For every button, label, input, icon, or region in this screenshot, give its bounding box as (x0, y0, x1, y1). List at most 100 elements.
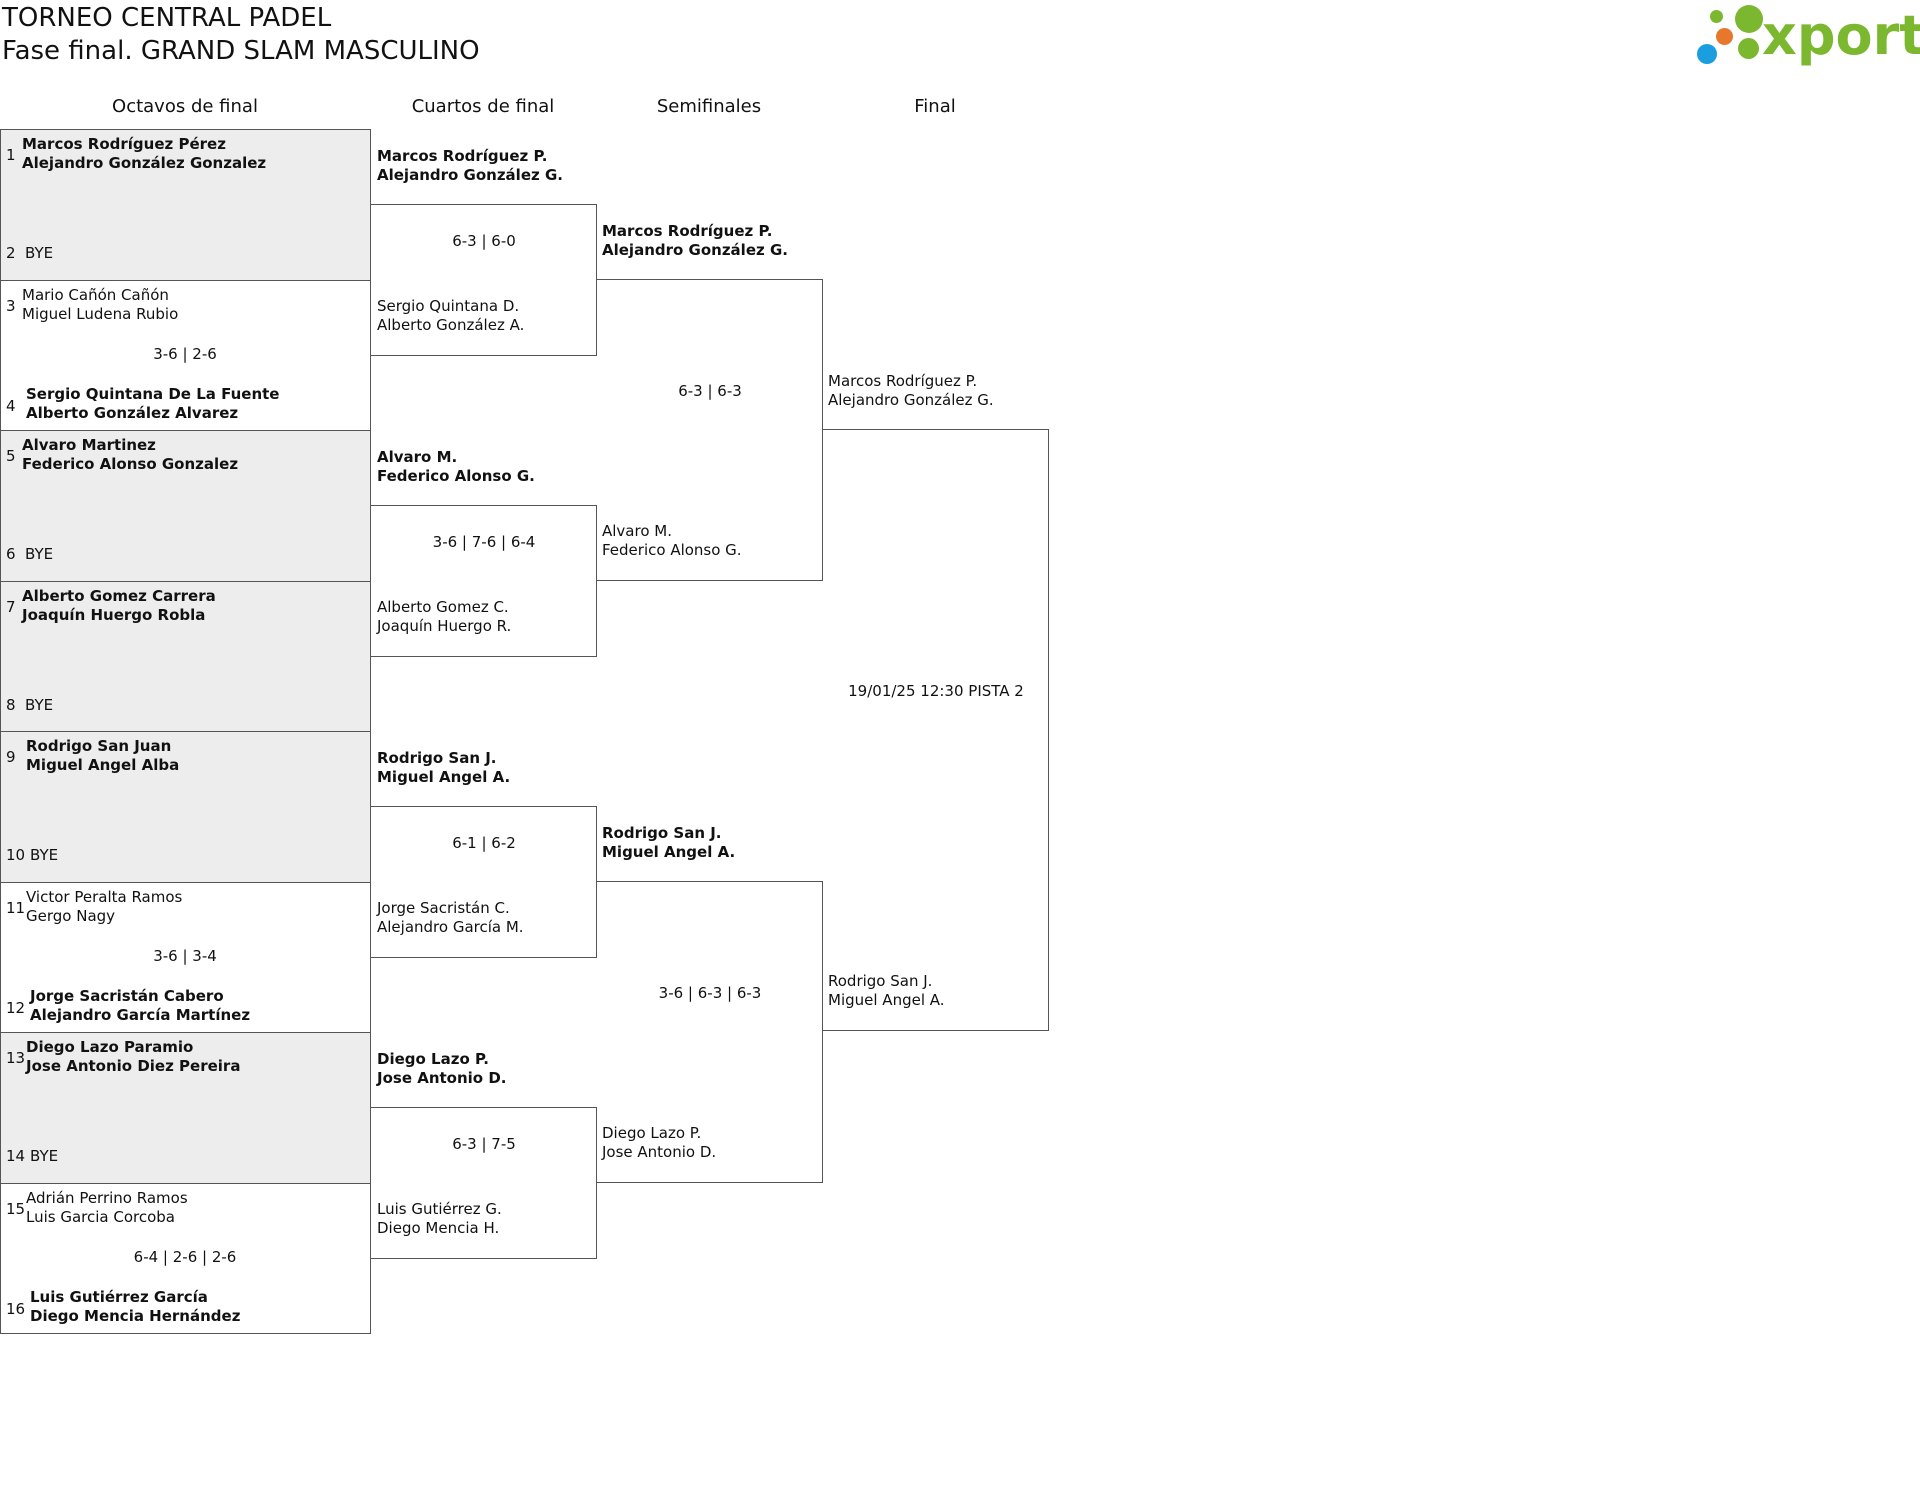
player-name: Marcos Rodríguez Pérez (22, 135, 226, 153)
player-name: Jorge Sacristán Cabero (30, 987, 224, 1005)
player-name: Marcos Rodríguez P. (377, 147, 548, 165)
match-octavos-1 (0, 129, 371, 281)
match-score: 6-3 | 7-5 (452, 1135, 516, 1153)
player-name: Luis Garcia Corcoba (26, 1208, 176, 1226)
match-score: 6-3 | 6-3 (678, 382, 742, 400)
player-name: Jose Antonio D. (602, 1143, 717, 1161)
player-name: Rodrigo San J. (377, 749, 497, 767)
page-title: TORNEO CENTRAL PADEL (2, 3, 332, 33)
team-bottom: Jorge Sacristán C.Alejandro García M. (377, 899, 524, 937)
player-name: Rodrigo San Juan (26, 737, 172, 755)
match-score: 3-6 | 6-3 | 6-3 (658, 984, 762, 1002)
match-cuartos-3 (371, 806, 597, 958)
match-score: 3-6 | 2-6 (153, 345, 217, 363)
player-name: Diego Mencia Hernández (30, 1307, 241, 1325)
match-score: 6-1 | 6-2 (452, 834, 516, 852)
header-final: Final (914, 96, 956, 117)
match-cuartos-4 (371, 1107, 597, 1259)
match-semis-1 (597, 279, 823, 581)
player-name: Joaquín Huergo Robla (22, 606, 206, 624)
logo-dot-orange-icon (1716, 28, 1733, 45)
player-name: Alberto Gomez Carrera (22, 587, 216, 605)
seed-number: 2 (6, 244, 16, 262)
team-top: Marcos Rodríguez P.Alejandro González G. (377, 147, 563, 185)
seed-number: 4 (6, 397, 16, 415)
seed-number: 5 (6, 447, 16, 465)
team-top: Marcos Rodríguez P.Alejandro González G. (602, 222, 788, 260)
player-name: Federico Alonso G. (602, 541, 742, 559)
player-name: Miguel Ludena Rubio (22, 305, 179, 323)
player-name: Alejandro González G. (602, 241, 788, 259)
seed-number: 8 (6, 696, 16, 714)
player-name: Jorge Sacristán C. (377, 899, 510, 917)
player-name: Adrián Perrino Ramos (26, 1189, 188, 1207)
seed-number: 14 (6, 1147, 26, 1165)
player-name: Miguel Angel A. (377, 768, 511, 786)
player-name: Alberto Gomez C. (377, 598, 509, 616)
seed-number: 15 (6, 1200, 26, 1218)
seed-number: 6 (6, 545, 16, 563)
player-name: Rodrigo San J. (602, 824, 722, 842)
player-name: Jose Antonio Diez Pereira (26, 1057, 241, 1075)
header-semis: Semifinales (656, 96, 762, 117)
player-name: Alvaro Martinez (22, 436, 156, 454)
match-score: 6-4 | 2-6 | 2-6 (133, 1248, 237, 1266)
match-octavos-5 (0, 731, 371, 883)
team-bottom: Alberto Gomez C.Joaquín Huergo R. (377, 598, 511, 636)
team-top: Diego Lazo P.Jose Antonio D. (377, 1050, 506, 1088)
team-top: Alvaro M.Federico Alonso G. (377, 448, 535, 486)
player-name: Sergio Quintana De La Fuente (26, 385, 280, 403)
player-name: Diego Lazo P. (602, 1124, 702, 1142)
team-top: Rodrigo San J.Miguel Angel A. (377, 749, 510, 787)
match-score: 6-3 | 6-0 (452, 232, 516, 250)
logo-dot-green-2-icon (1738, 38, 1759, 59)
team-top: Rodrigo San J.Miguel Angel A. (602, 824, 735, 862)
match-octavos-7 (0, 1032, 371, 1184)
team-bottom: Alvaro M.Federico Alonso G. (602, 522, 742, 560)
seed-number: 13 (6, 1049, 26, 1067)
bye-label: BYE (25, 244, 54, 262)
seed-number: 16 (6, 1300, 26, 1318)
seed-number: 1 (6, 146, 16, 164)
player-name: Miguel Angel A. (602, 843, 736, 861)
bye-label: BYE (30, 1147, 59, 1165)
player-name: Alejandro García Martínez (30, 1006, 251, 1024)
team-bottom: Sergio Quintana D.Alberto González A. (377, 297, 524, 335)
page-subtitle: Fase final. GRAND SLAM MASCULINO (2, 36, 480, 66)
player-name: Alberto González A. (377, 316, 525, 334)
xporty-logo: xporty (1762, 4, 1920, 67)
player-name: Victor Peralta Ramos (26, 888, 183, 906)
logo-dot-green-icon (1735, 5, 1763, 33)
match-info: 19/01/25 12:30 PISTA 2 (848, 682, 1024, 700)
player-name: Alvaro M. (377, 448, 458, 466)
seed-number: 12 (6, 999, 26, 1017)
match-score: 3-6 | 3-4 (153, 947, 217, 965)
player-name: Sergio Quintana D. (377, 297, 520, 315)
team-top: Marcos Rodríguez P.Alejandro González G. (828, 372, 994, 410)
match-final (823, 429, 1049, 1031)
bye-label: BYE (25, 696, 54, 714)
match-semis-2 (597, 881, 823, 1183)
player-name: Diego Mencia H. (377, 1219, 500, 1237)
logo-dot-blue-icon (1697, 44, 1717, 64)
bye-label: BYE (30, 846, 59, 864)
player-name: Diego Lazo Paramio (26, 1038, 194, 1056)
player-name: Luis Gutiérrez García (30, 1288, 208, 1306)
player-name: Marcos Rodríguez P. (602, 222, 773, 240)
player-name: Alvaro M. (602, 522, 672, 540)
seed-number: 10 (6, 846, 26, 864)
player-name: Luis Gutiérrez G. (377, 1200, 502, 1218)
team-bottom: Diego Lazo P.Jose Antonio D. (602, 1124, 716, 1162)
player-name: Federico Alonso Gonzalez (22, 455, 239, 473)
player-name: Alberto González Alvarez (26, 404, 239, 422)
player-name: Rodrigo San J. (828, 972, 933, 990)
